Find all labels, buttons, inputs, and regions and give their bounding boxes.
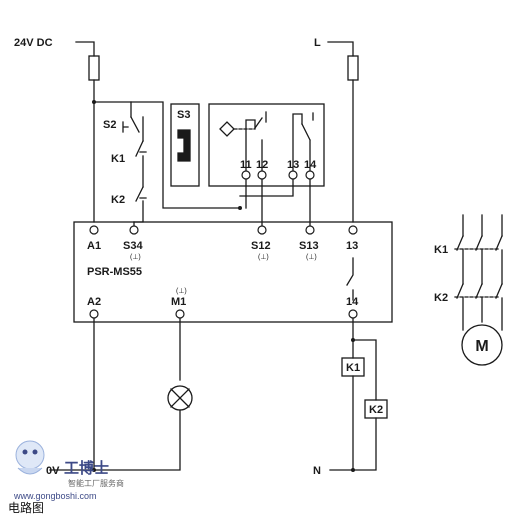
- label-coil-k2: K2: [369, 404, 383, 416]
- safety-switch-box: [208, 103, 325, 187]
- coil-k2-return: [352, 417, 377, 471]
- watermark-url: www.gongboshi.com: [13, 491, 97, 501]
- ground-sym-s12: (⊥): [258, 254, 269, 261]
- contact-13-14-wire: [292, 113, 303, 171]
- label-t13: 13: [287, 159, 299, 171]
- diagram-caption: 电路图: [8, 500, 44, 515]
- label-module: PSR-MS55: [87, 266, 142, 278]
- mascot-icon: [15, 440, 45, 470]
- label-o14: 14: [346, 296, 359, 308]
- label-s2: S2: [103, 119, 116, 131]
- k1-contact: [135, 140, 147, 157]
- terminal-12: [257, 170, 267, 180]
- label-line-l: L: [314, 37, 321, 49]
- s3-symbol: [177, 129, 191, 162]
- contact-13-14: [301, 112, 314, 171]
- coil-k2-feed: [352, 339, 377, 401]
- terminal-a2: [89, 309, 99, 319]
- fuse-right: [347, 55, 359, 81]
- mascot-eye-icon: [32, 449, 38, 455]
- contact-11-12: [254, 111, 267, 171]
- motor-symbol: [461, 324, 503, 366]
- junction-coils: [351, 338, 355, 342]
- label-0v: 0V: [46, 465, 60, 477]
- label-t14: 14: [304, 159, 317, 171]
- motor-supply-lines: [462, 214, 503, 237]
- label-k1: K1: [111, 153, 125, 165]
- module-box: [73, 221, 393, 323]
- junction-t11: [238, 206, 242, 210]
- label-motor-k2: K2: [434, 292, 448, 304]
- terminal-11: [241, 170, 251, 180]
- coil-k1-return: [329, 375, 354, 471]
- junction-a1: [92, 100, 96, 104]
- watermark-name: 工博士: [64, 459, 109, 477]
- terminal-s12: [257, 225, 267, 235]
- s34-wire: [133, 200, 144, 223]
- motor-k1-contacts: [456, 235, 503, 251]
- terminal-o13: [348, 225, 358, 235]
- s2-actuator: [122, 121, 129, 133]
- label-t12: 12: [256, 159, 268, 171]
- watermark-tagline: 智能工厂服务商: [68, 478, 124, 488]
- line-l-wire: [327, 41, 354, 57]
- terminal-a1: [89, 225, 99, 235]
- supply-wire: [75, 41, 95, 57]
- label-motor-k1: K1: [434, 244, 448, 256]
- output-contact: [346, 257, 354, 301]
- feed-wire: [93, 101, 241, 209]
- terminal-o14: [348, 309, 358, 319]
- label-neutral: N: [313, 465, 321, 477]
- motor-feed-lines: [462, 297, 503, 331]
- junction-0v: [92, 468, 96, 472]
- watermark-logo: [15, 440, 45, 475]
- terminal-m1: [175, 309, 185, 319]
- ground-sym-m1: (⊥): [176, 288, 187, 295]
- junction-n: [351, 468, 355, 472]
- s2-contact: [130, 116, 140, 133]
- label-s3: S3: [177, 109, 190, 121]
- label-o13: 13: [346, 240, 358, 252]
- terminal-s13: [305, 225, 315, 235]
- mascot-eye-icon: [22, 449, 28, 455]
- safety-switch-actuator: [219, 121, 235, 137]
- ground-sym-s13: (⊥): [306, 254, 317, 261]
- label-coil-k1: K1: [346, 362, 360, 374]
- motor-k2-contacts: [456, 283, 503, 299]
- label-k2: K2: [111, 194, 125, 206]
- label-motor: M: [475, 338, 488, 355]
- k2-contact: [135, 186, 147, 202]
- terminal-13: [288, 170, 298, 180]
- contact-11-12-wire: [245, 119, 256, 171]
- label-a1: A1: [87, 240, 101, 252]
- label-t11: 11: [240, 159, 252, 171]
- s3-box: [170, 103, 200, 187]
- label-s34: S34: [123, 240, 143, 252]
- lamp-return-wire: [93, 409, 181, 471]
- label-24v-dc: 24V DC: [14, 37, 53, 49]
- terminal-14: [305, 170, 315, 180]
- t13-wire: [239, 179, 294, 197]
- a2-wire: [49, 315, 95, 471]
- label-m1: M1: [171, 296, 186, 308]
- label-s12: S12: [251, 240, 271, 252]
- label-a2: A2: [87, 296, 101, 308]
- terminal-s34: [129, 225, 139, 235]
- motor-mid-lines: [462, 249, 503, 285]
- mascot-body-icon: [17, 467, 43, 475]
- fuse-left: [88, 55, 100, 81]
- lamp-cross: [170, 388, 190, 408]
- ground-sym-s34: (⊥): [130, 254, 141, 261]
- label-s13: S13: [299, 240, 319, 252]
